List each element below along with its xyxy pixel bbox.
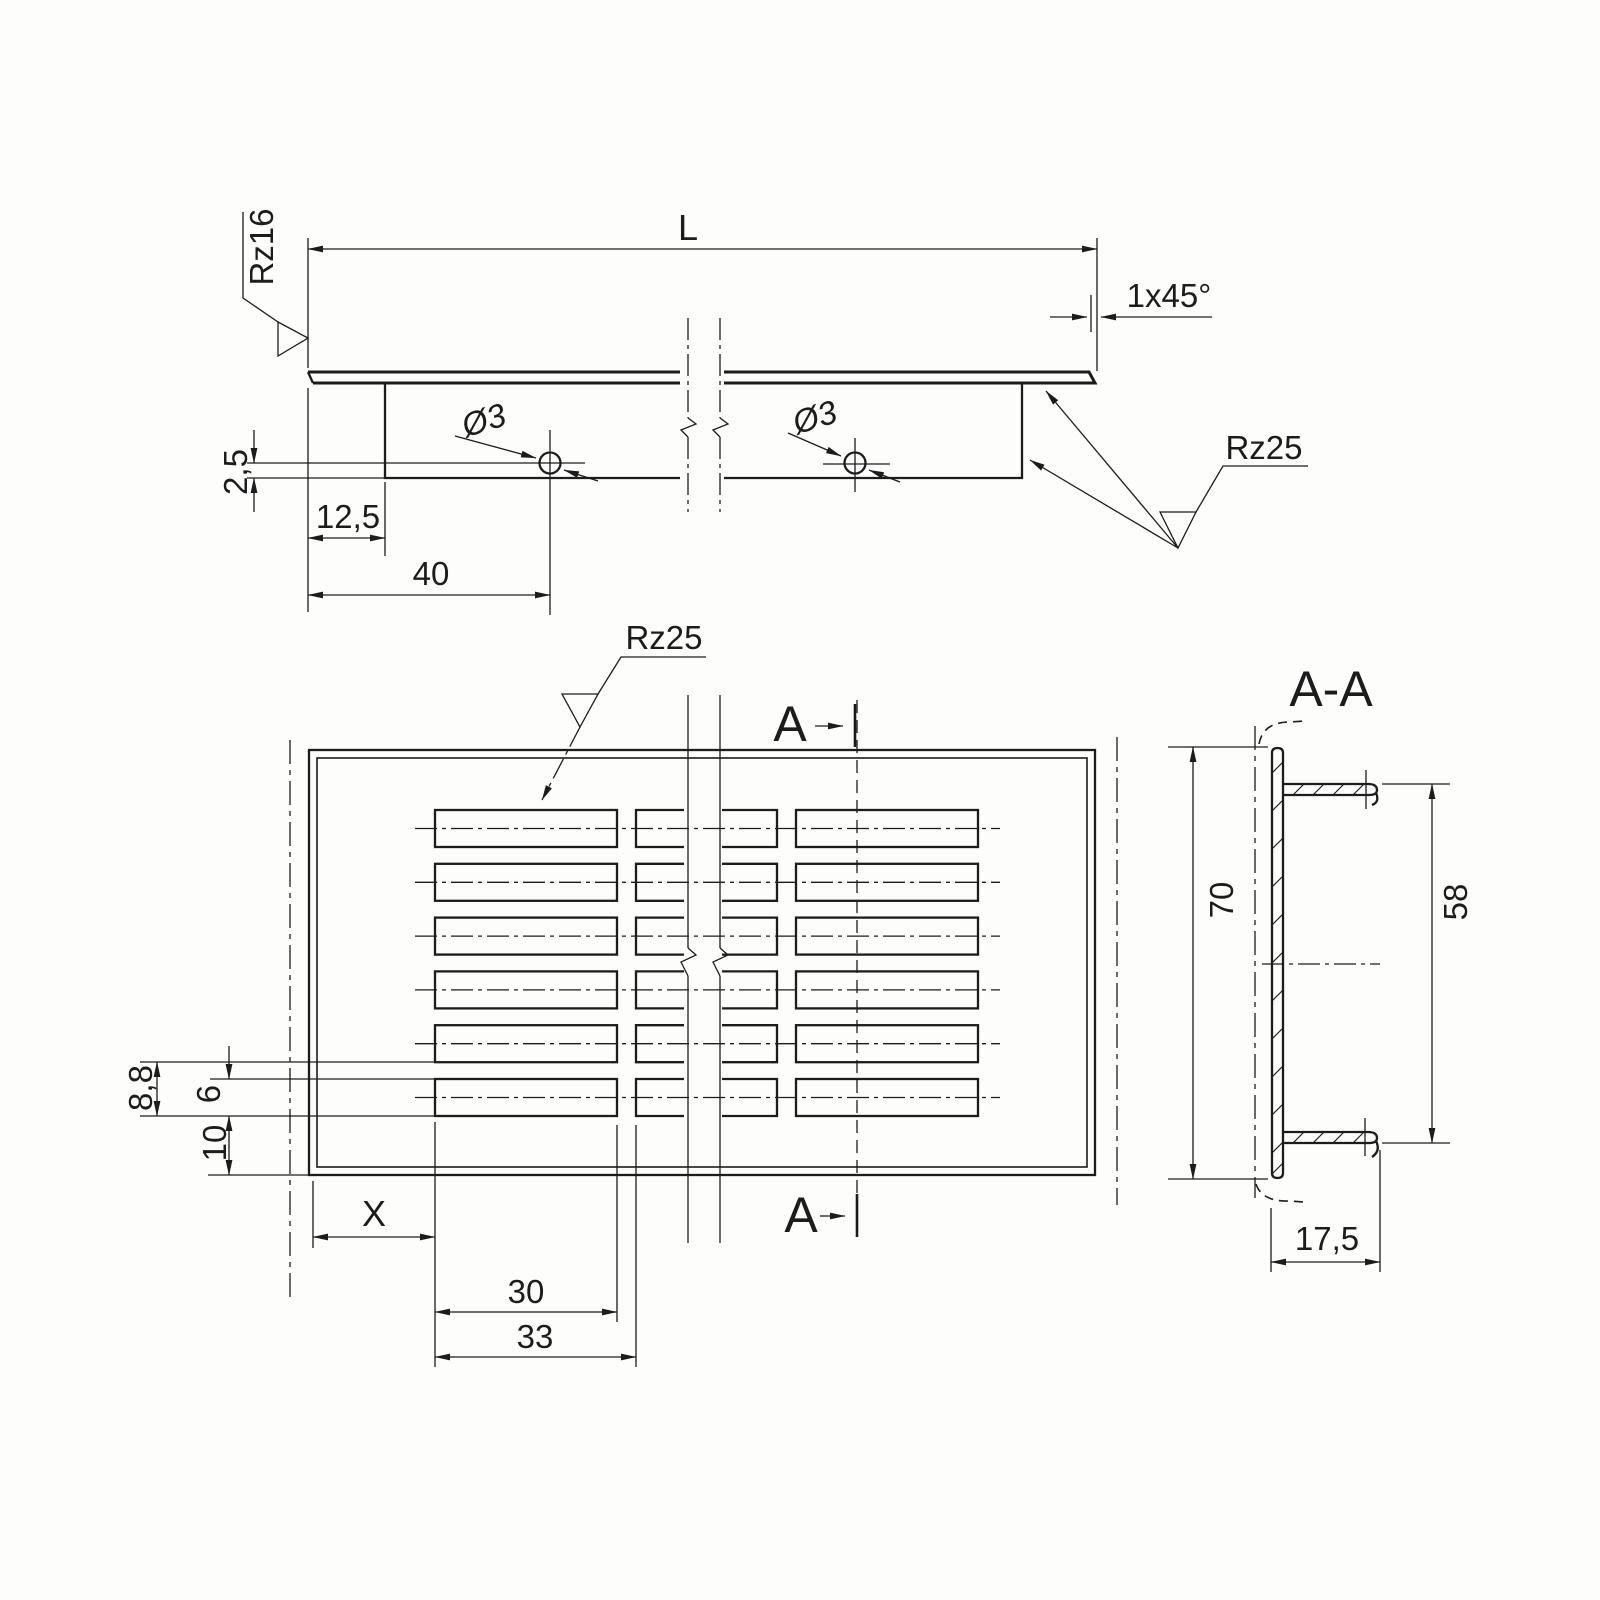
section-web (1270, 746, 1285, 1180)
dim-slot-pitch: 33 (434, 1125, 637, 1367)
dim-row-pitch: 8,8 6 10 (122, 1046, 437, 1176)
dim-length-label: L (678, 207, 698, 248)
hatch-flange-bottom (1292, 1131, 1365, 1144)
dim-opening-label: 58 (1437, 884, 1474, 921)
curl-bottom (1255, 1183, 1305, 1203)
dim-depth: 17,5 (1270, 1150, 1381, 1272)
section-flange-top-hook (1371, 792, 1379, 807)
roughness-symbol-rz25-side: Rz25 (1029, 390, 1308, 550)
section-marker-bottom: A (784, 1187, 859, 1243)
dim-edge-offset-label: X (362, 1193, 386, 1234)
section-view: A-A 70 58 (1168, 661, 1474, 1272)
roughness-rz25-side-label: Rz25 (1225, 429, 1302, 466)
dim-edge-offset: X (312, 1122, 436, 1367)
hole-right-label: Ø3 (787, 393, 841, 442)
section-flange-bottom-hook (1371, 1140, 1379, 1158)
dim-hole-offset: 2,5 (217, 430, 385, 512)
section-marker-top: A (773, 696, 857, 752)
section-flange-top (1283, 782, 1379, 797)
dim-slot-pitch-label: 33 (517, 1318, 554, 1355)
break-lines-side (679, 318, 730, 512)
roughness-symbol-rz25-front: Rz25 (541, 619, 706, 801)
dim-edge-to-web-label: 12,5 (316, 498, 380, 535)
dim-slot-length-label: 30 (508, 1273, 545, 1310)
plate-inner-border (316, 757, 1088, 1168)
section-letter-bottom: A (784, 1187, 818, 1243)
slot-grid (413, 808, 1002, 1118)
dim-edge-to-hole-label: 40 (413, 555, 450, 592)
dim-slot-length: 30 (434, 1125, 618, 1322)
side-view: L 1x45° Rz16 (217, 207, 1308, 615)
roughness-rz16-label: Rz16 (243, 208, 280, 285)
hole-left-label: Ø3 (456, 396, 510, 445)
section-flange-bottom (1283, 1130, 1379, 1145)
dim-hole-offset-label: 2,5 (217, 449, 254, 495)
dim-height: 70 (1168, 746, 1268, 1180)
break-lines-front (680, 695, 730, 1243)
section-title: A-A (1289, 661, 1373, 717)
roughness-symbol-rz16: Rz16 (242, 208, 310, 358)
hatch-web (1271, 761, 1284, 1175)
dim-height-label: 70 (1203, 882, 1240, 919)
curl-top (1258, 720, 1306, 745)
face-plate-profile (306, 370, 1098, 385)
dim-edge-to-hole: 40 (307, 555, 551, 599)
plate-outline (307, 748, 1097, 1177)
dim-opening: 58 (1382, 783, 1474, 1144)
section-letter-top: A (773, 696, 807, 752)
dim-slot-height-label: 6 (190, 1085, 227, 1103)
dim-bottom-margin-label: 10 (196, 1125, 233, 1162)
dim-row-pitch-label: 8,8 (122, 1065, 159, 1111)
roughness-rz25-front-label: Rz25 (625, 619, 702, 656)
front-view: A A Rz25 8,8 6 10 (122, 619, 1118, 1367)
dim-chamfer-label: 1x45° (1127, 277, 1212, 314)
dim-edge-to-web: 12,5 (307, 498, 386, 542)
dim-depth-label: 17,5 (1295, 1220, 1359, 1257)
hatch-flange-top (1292, 783, 1365, 796)
